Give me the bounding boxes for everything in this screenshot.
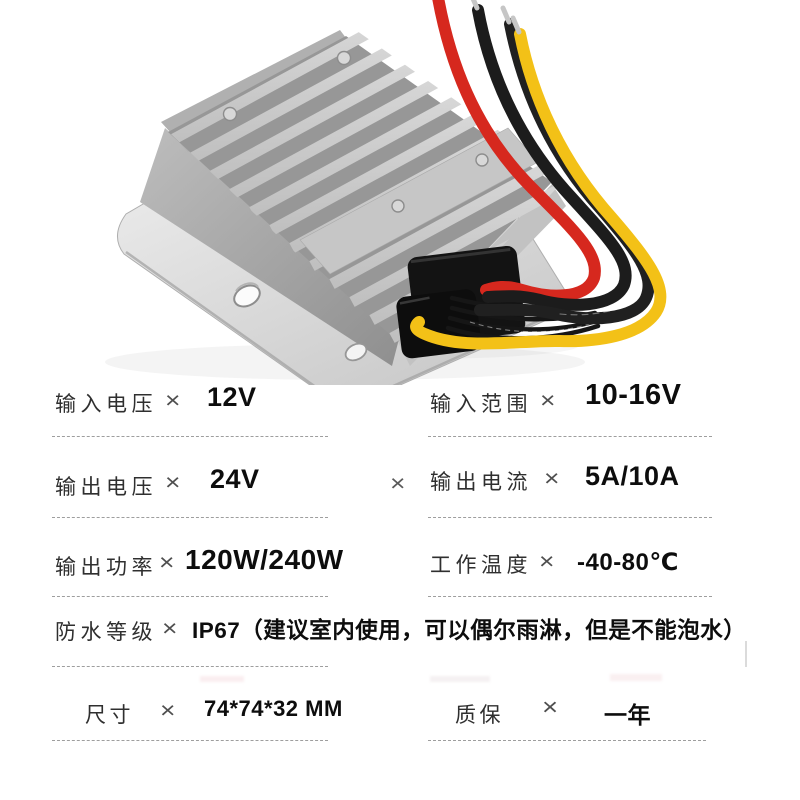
spec-value: 74*74*32 MM xyxy=(204,696,343,721)
row-separator xyxy=(52,666,328,667)
spec-label: 输出电压 xyxy=(55,476,157,499)
wire-bundle xyxy=(410,0,667,350)
x-mark-icon: × xyxy=(158,549,175,575)
x-mark-icon: × xyxy=(541,694,559,721)
row-separator xyxy=(428,436,712,437)
row-separator xyxy=(52,436,328,437)
spec-label: 尺寸 xyxy=(85,704,134,727)
spec-value: 一年 xyxy=(604,702,651,728)
red-wire xyxy=(432,0,601,302)
row-separator xyxy=(428,740,706,741)
wire-print-text xyxy=(469,321,597,333)
x-mark-icon: × xyxy=(389,470,406,496)
watermark-artifact xyxy=(200,676,244,682)
spec-label: 工作温度 xyxy=(430,554,532,577)
x-mark-icon: × xyxy=(543,465,560,491)
watermark-artifact xyxy=(745,641,747,667)
x-mark-icon: × xyxy=(164,469,181,495)
black-wire-1 xyxy=(472,4,632,311)
watermark-artifact xyxy=(610,674,662,681)
yellow-wire xyxy=(410,28,667,350)
x-mark-icon: × xyxy=(159,697,176,723)
spec-value: 5A/10A xyxy=(585,461,680,491)
spec-value: 120W/240W xyxy=(185,544,344,575)
spec-label: 质保 xyxy=(455,704,504,727)
mounting-holes xyxy=(233,282,368,362)
x-mark-icon: × xyxy=(538,548,555,574)
spec-label: 输入电压 xyxy=(55,393,157,416)
x-mark-icon: × xyxy=(539,387,556,413)
spec-value: 12V xyxy=(207,382,257,412)
wire-ferrules xyxy=(470,0,522,35)
row-separator xyxy=(52,740,328,741)
rivets xyxy=(222,50,489,213)
x-mark-icon: × xyxy=(161,615,178,641)
spec-value: IP67（建议室内使用，可以偶尔雨淋，但是不能泡水） xyxy=(192,618,747,643)
row-separator xyxy=(52,596,328,597)
spec-value: 24V xyxy=(210,464,260,494)
wire-print-text-2 xyxy=(559,291,641,316)
row-separator xyxy=(52,517,328,518)
product-photo xyxy=(105,0,667,385)
spec-label: 输出电流 xyxy=(430,471,532,494)
spec-label: 防水等级 xyxy=(55,621,157,644)
row-separator xyxy=(428,596,712,597)
spec-value: -40-80℃ xyxy=(577,549,679,576)
spec-label: 输出功率 xyxy=(55,556,157,579)
left-wall xyxy=(140,128,400,366)
spec-value: 10-16V xyxy=(585,379,682,411)
watermark-artifact xyxy=(430,676,490,682)
row-separator xyxy=(428,517,712,518)
x-mark-icon: × xyxy=(164,387,181,413)
spec-label: 输入范围 xyxy=(430,393,532,416)
